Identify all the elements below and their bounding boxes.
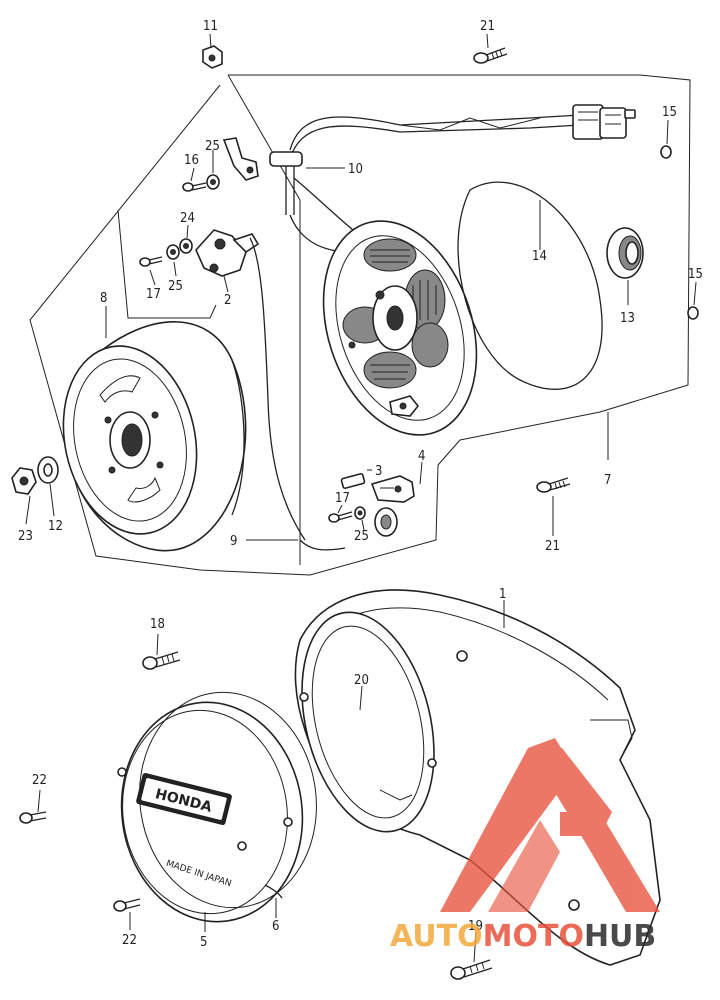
part-14-oring	[457, 181, 603, 390]
part-5-point-cover: HONDA MADE IN JAPAN	[117, 701, 304, 923]
grommet-low	[374, 507, 398, 537]
part-16-screw	[182, 182, 207, 192]
callout-18: 18	[150, 617, 165, 632]
callout-16: 16	[184, 153, 199, 168]
callout-6: 6	[272, 919, 279, 934]
part-18-bolt	[142, 651, 181, 670]
callout-11: 11	[203, 19, 218, 34]
callout-10: 10	[348, 162, 363, 177]
callout-1: 1	[499, 587, 506, 602]
callout-5: 5	[200, 935, 207, 950]
wire-harness	[269, 104, 636, 253]
callout-25-top: 25	[205, 139, 220, 154]
automotohub-watermark	[440, 738, 660, 912]
part-25-washer-top	[206, 174, 220, 190]
leader-lines	[25, 33, 697, 963]
part-1-generator-cover	[294, 589, 661, 966]
callout-8: 8	[100, 291, 107, 306]
part-17-screw-mid	[139, 256, 163, 267]
assembly-boundary	[29, 74, 691, 576]
part-21-bolt-mid	[536, 477, 571, 493]
watermark-wordmark: AUTOMOTOHUB	[390, 919, 656, 954]
callout-17-low: 17	[335, 491, 350, 506]
part-25-washer-low	[354, 506, 366, 520]
part-22-screw-left	[19, 811, 47, 824]
part-25-washer-mid	[166, 244, 180, 260]
callout-21-mid: 21	[545, 539, 560, 554]
part-22-screw-bottom	[113, 898, 141, 912]
part-11-nut	[202, 45, 223, 69]
callout-7: 7	[604, 473, 611, 488]
callout-17-mid: 17	[146, 287, 161, 302]
part-3-clip	[340, 472, 366, 490]
part-21-bolt-top	[473, 47, 508, 64]
callout-15-top: 15	[662, 105, 677, 120]
callout-3: 3	[375, 464, 382, 479]
callout-19: 19	[468, 919, 483, 934]
callout-13: 13	[620, 311, 635, 326]
callout-20: 20	[354, 673, 369, 688]
callout-22-bottom: 22	[122, 933, 137, 948]
callout-25-low: 25	[354, 529, 369, 544]
part-2-contact-breaker	[195, 229, 306, 541]
part-13-oil-seal	[606, 227, 644, 279]
callout-12: 12	[48, 519, 63, 534]
part-12-washer	[37, 456, 59, 484]
part-9-wire	[299, 539, 346, 551]
callout-9: 9	[230, 534, 237, 549]
part-4-clamp	[370, 475, 415, 503]
callout-2: 2	[224, 293, 231, 308]
stator-assembly	[322, 220, 478, 436]
part-6-gasket	[139, 691, 317, 909]
callout-25-mid: 25	[168, 279, 183, 294]
bracket-top	[222, 137, 259, 181]
svg-text:AUTOMOTOHUB: AUTOMOTOHUB	[390, 919, 656, 954]
callout-24: 24	[180, 211, 195, 226]
part-24-washer	[179, 238, 193, 254]
callout-22-left: 22	[32, 773, 47, 788]
part-17-screw-low	[328, 511, 353, 523]
callout-23: 23	[18, 529, 33, 544]
honda-emblem: HONDA	[136, 772, 232, 826]
part-19-bolt	[450, 959, 493, 980]
callout-14: 14	[532, 249, 547, 264]
part-8-rotor	[62, 321, 247, 552]
callout-21-top: 21	[480, 19, 495, 34]
callout-15-right: 15	[688, 267, 703, 282]
part-15-rings	[660, 145, 699, 320]
part-23-nut	[11, 467, 37, 495]
callout-labels: 11 21 15 25 16 10 24 14 15 17 25 2 8 13 …	[18, 19, 703, 950]
callout-4: 4	[418, 449, 425, 464]
